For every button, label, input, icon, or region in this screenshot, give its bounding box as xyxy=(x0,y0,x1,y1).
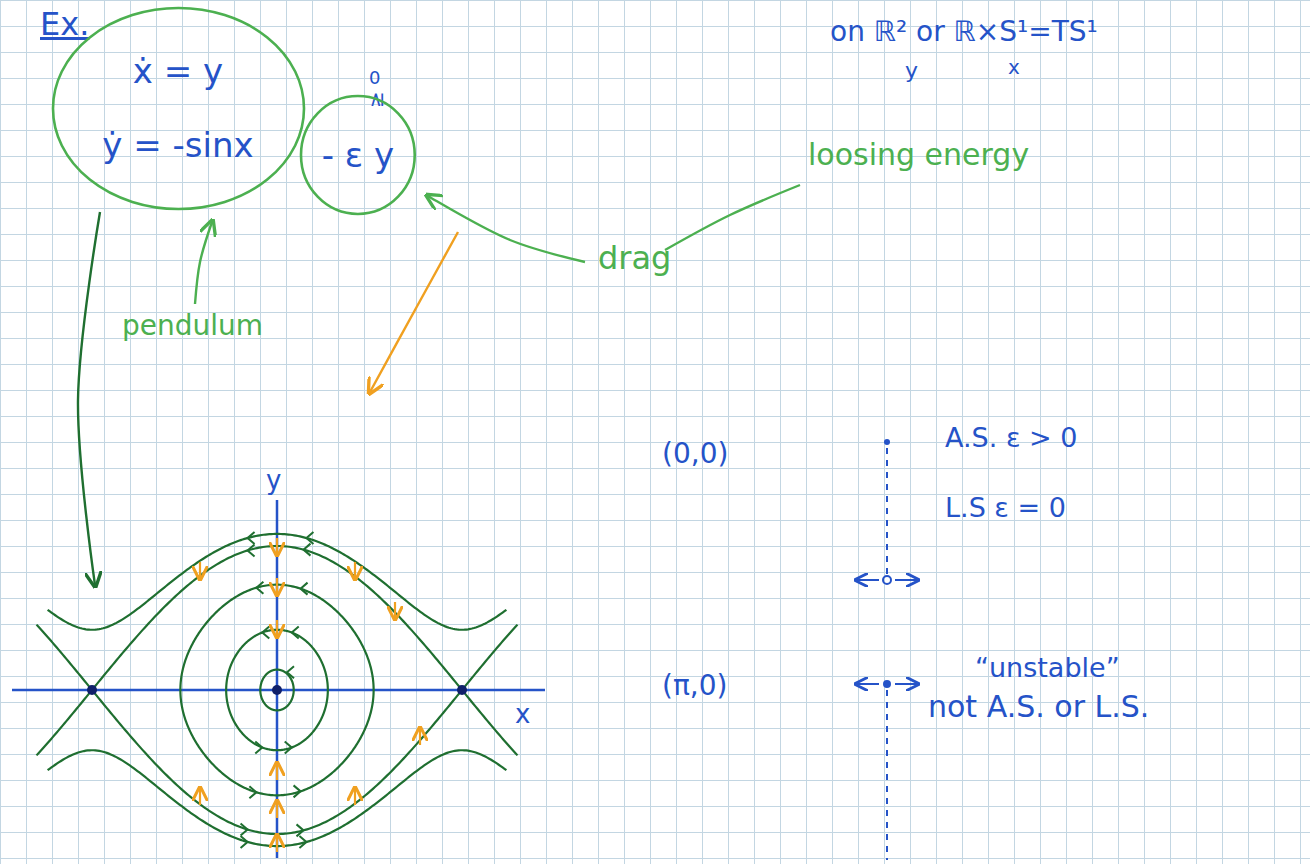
equilibrium-dot xyxy=(272,685,282,695)
stability-sketch xyxy=(857,681,917,860)
drag-arrow xyxy=(276,578,278,594)
axis-tip xyxy=(884,439,890,445)
inequality-note: 0 xyxy=(369,68,380,89)
leader-line xyxy=(195,222,212,304)
drag-arrow xyxy=(199,789,201,805)
dashed-axis xyxy=(886,690,888,860)
coordinate-name: x xyxy=(1008,56,1020,79)
drag-arrow xyxy=(354,562,356,578)
orbit-curve xyxy=(48,534,507,630)
circle-outline xyxy=(51,6,306,211)
circled-term: - ε y xyxy=(299,94,417,216)
example-heading: Ex. xyxy=(40,6,89,43)
drag-arrow xyxy=(276,620,278,636)
equation-text: - ε y xyxy=(322,129,394,181)
drag-arrow xyxy=(276,836,278,852)
dashed-axis xyxy=(886,448,888,574)
circle-outline xyxy=(301,96,415,214)
leader-line xyxy=(370,232,458,392)
drag-arrow xyxy=(354,789,356,805)
flow-arrow xyxy=(241,824,248,836)
flow-arrow xyxy=(241,836,248,848)
stability-sketch xyxy=(857,448,917,584)
flow-arrow xyxy=(248,544,255,556)
flow-arrow xyxy=(248,532,255,544)
orbit-curve xyxy=(180,585,373,796)
flow-arrow xyxy=(285,742,292,754)
drag-arrow xyxy=(419,729,421,745)
flow-arrow xyxy=(296,824,303,836)
flow-arrow xyxy=(256,582,263,594)
direction-arrow xyxy=(857,579,879,581)
flow-arrow xyxy=(306,532,313,544)
equation-text: ẋ = y xyxy=(133,45,223,97)
stability-note: A.S. ε > 0 xyxy=(945,422,1077,453)
equilibrium-name: (0,0) xyxy=(662,438,728,470)
annotation: loosing energy xyxy=(808,138,1029,173)
flow-arrow xyxy=(303,544,310,556)
flow-arrow xyxy=(294,785,301,797)
direction-arrow xyxy=(895,683,917,685)
drag-arrow xyxy=(276,764,278,780)
orbit-curve xyxy=(37,691,518,834)
flow-arrow xyxy=(299,836,306,848)
direction-arrow xyxy=(895,579,917,581)
annotation: drag xyxy=(598,240,671,277)
leader-line xyxy=(428,196,585,262)
flow-arrow xyxy=(301,583,308,595)
axis-label: x xyxy=(515,700,530,730)
equilibrium-point xyxy=(883,576,891,584)
orbit-curve xyxy=(226,630,328,750)
annotation: pendulum xyxy=(122,310,263,342)
stability-note: L.S ε = 0 xyxy=(945,492,1066,523)
equilibrium-dot xyxy=(457,685,467,695)
orbit-curve xyxy=(37,546,518,689)
space-note: on ℝ² or ℝ×S¹=TS¹ xyxy=(830,16,1098,48)
direction-arrow xyxy=(857,683,879,685)
drag-arrow xyxy=(199,562,201,578)
stability-note: “unstable” xyxy=(975,652,1120,683)
orbit-curve xyxy=(48,750,507,846)
flow-arrow xyxy=(287,666,294,678)
drag-arrow xyxy=(276,802,278,818)
equilibrium-point xyxy=(884,681,890,687)
flow-arrow xyxy=(255,742,262,754)
equilibrium-dot xyxy=(87,685,97,695)
orbit-curve xyxy=(260,670,293,711)
flow-arrow xyxy=(249,786,256,798)
flow-arrow xyxy=(292,626,299,638)
equation-text: ẏ = -sinx xyxy=(102,119,253,171)
circle-outline xyxy=(53,8,304,209)
drag-arrow xyxy=(276,538,278,554)
stability-note: not A.S. or L.S. xyxy=(928,690,1149,725)
equilibrium-name: (π,0) xyxy=(662,670,727,702)
drag-arrow xyxy=(394,602,396,618)
leader-line xyxy=(665,185,800,250)
axis-label: y xyxy=(266,466,281,496)
coordinate-name: y xyxy=(905,58,918,83)
flow-arrow xyxy=(262,626,269,638)
y-axis xyxy=(276,500,279,858)
circled-term: ẋ = y ẏ = -sinx xyxy=(51,6,306,211)
leader-line xyxy=(78,212,100,585)
